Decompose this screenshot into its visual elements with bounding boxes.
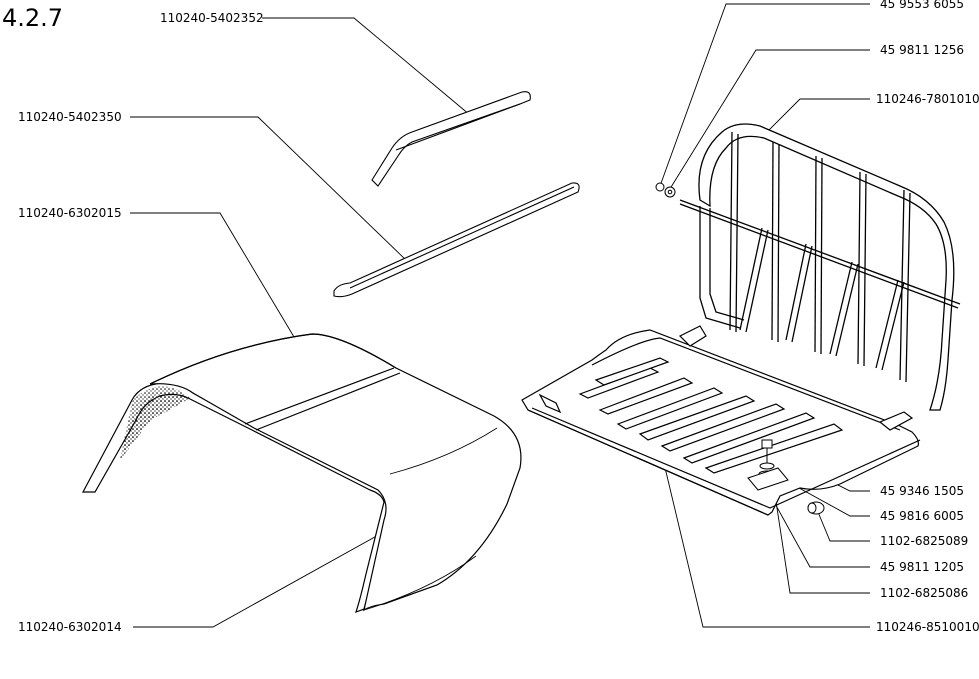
leader-p10 (817, 511, 870, 542)
leader-p13 (661, 454, 870, 628)
leader-p7 (764, 98, 870, 135)
fasteners (655, 182, 825, 515)
leader-p2 (130, 116, 409, 263)
part-number-p8: 45 9346 1505 (880, 484, 964, 498)
nut (655, 182, 665, 192)
leader-p11 (761, 479, 870, 568)
part-number-p13: 110246-8510010 (876, 620, 979, 634)
bolt-head (761, 439, 773, 449)
leader-p12 (774, 494, 870, 594)
part-number-p1: 110240-5402352 (160, 11, 264, 25)
fender-cover (82, 333, 522, 614)
bracket (747, 467, 789, 491)
seat-slots (578, 357, 844, 474)
part-number-p6: 45 9811 1256 (880, 43, 964, 57)
part-number-p12: 1102-6825086 (880, 586, 969, 600)
trim-strip-long (333, 182, 580, 298)
trim-strip-short (371, 91, 531, 187)
leader-lines (130, 3, 870, 628)
part-number-p9: 45 9816 6005 (880, 509, 964, 523)
part-number-p2: 110240-5402350 (18, 110, 122, 124)
leader-p1 (262, 17, 471, 116)
washer-2 (759, 462, 775, 470)
leader-p3 (130, 212, 301, 348)
part-number-p5: 45 9553 6055 (880, 0, 964, 11)
seat-base (521, 325, 921, 516)
part-number-p10: 1102-6825089 (880, 534, 969, 548)
part-number-p4: 110240-6302014 (18, 620, 122, 634)
leader-p6 (667, 49, 870, 193)
backrest-frame (679, 123, 961, 411)
leader-p4 (133, 522, 401, 628)
backrest-bars (729, 131, 911, 383)
part-number-p7: 110246-7801010 (876, 92, 979, 106)
section-number: 4.2.7 (2, 4, 64, 32)
part-number-p11: 45 9811 1205 (880, 560, 964, 574)
part-number-p3: 110240-6302015 (18, 206, 122, 220)
leader-p5 (659, 3, 870, 187)
